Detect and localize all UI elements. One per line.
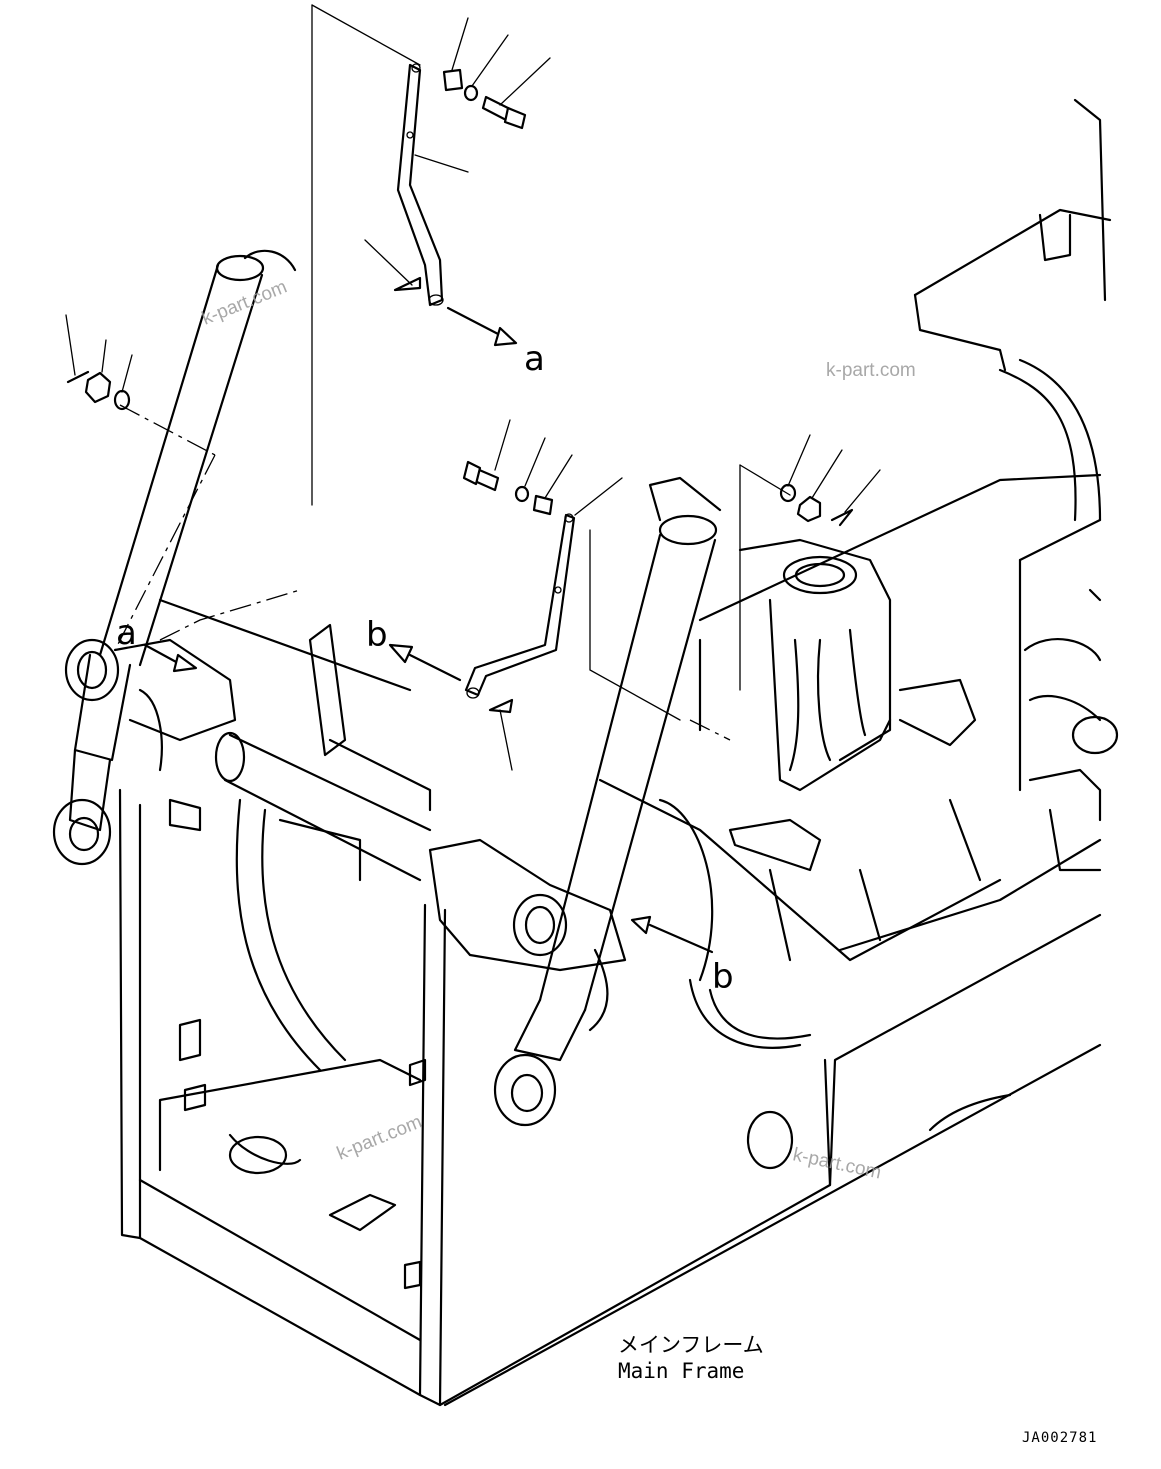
rear-frame-structure [598, 98, 1119, 1049]
caption-english: Main Frame [618, 1359, 744, 1383]
watermark-2: k-part.com [826, 360, 916, 381]
right-fastener-set [779, 434, 881, 527]
watermark-3: k-part.com [334, 1112, 425, 1165]
callout-b-mid: b [366, 615, 388, 655]
drawing-code: JA002781 [1022, 1430, 1097, 1446]
callout-b-right: b [712, 957, 734, 997]
upper-link-bracket [364, 17, 551, 347]
callout-a-left: a [116, 613, 137, 653]
main-frame [118, 788, 1102, 1407]
callout-arrows [143, 643, 714, 954]
left-steering-cylinder [52, 249, 297, 866]
caption-japanese: メインフレーム [618, 1333, 764, 1357]
watermark-4: k-part.com [791, 1144, 883, 1183]
right-steering-cylinder [428, 476, 722, 1127]
lower-link-bracket [388, 419, 623, 771]
left-fastener-set [65, 314, 133, 411]
cross-tube [158, 598, 432, 1072]
callout-a-top: a [524, 339, 545, 379]
leader-lines [114, 4, 791, 741]
